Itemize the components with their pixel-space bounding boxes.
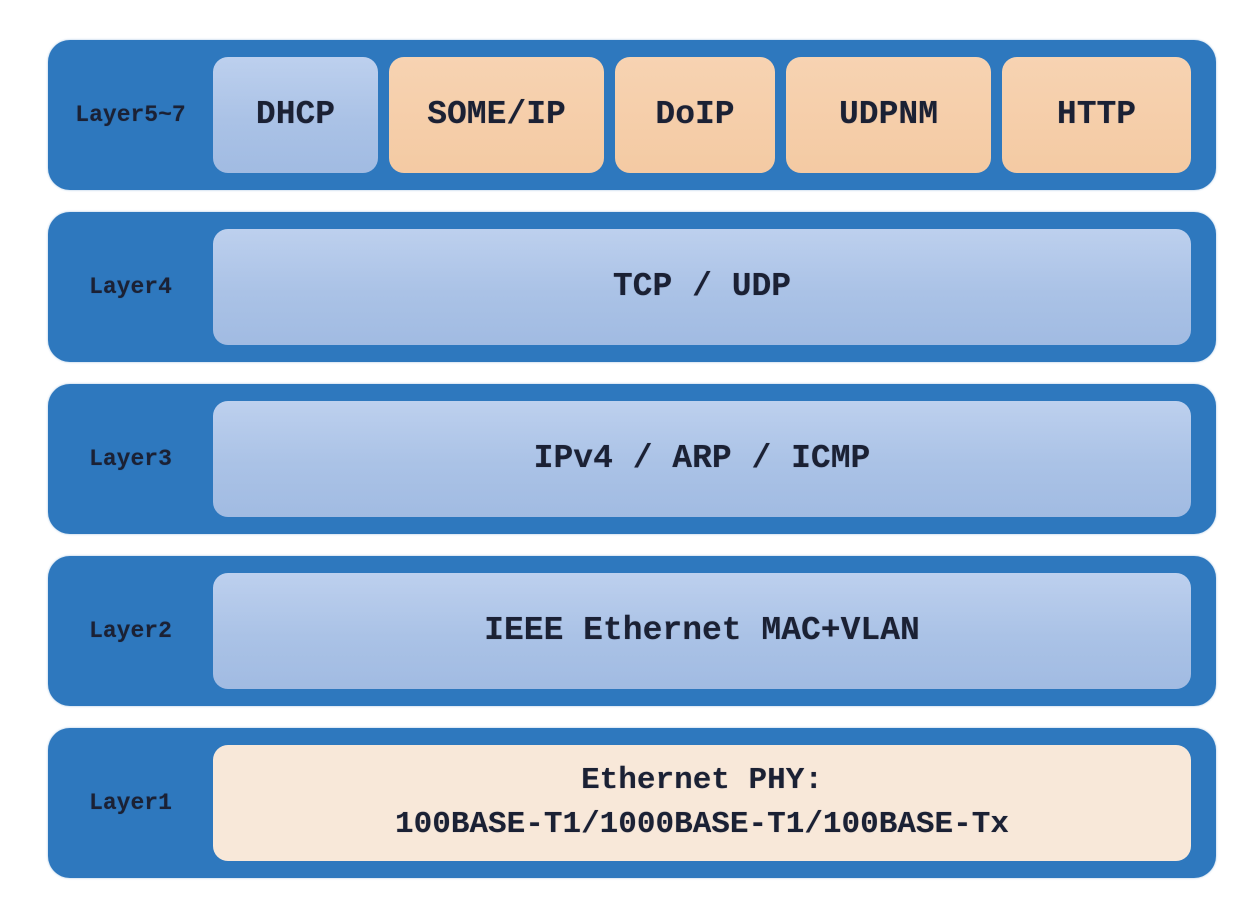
layer-row-5-7: Layer5~7 DHCP SOME/IP DoIP UDPNM HTTP	[48, 40, 1216, 190]
layer-row-4: Layer4 TCP / UDP	[48, 212, 1216, 362]
layer-label-column: Layer5~7	[48, 40, 213, 190]
protocol-box-ipv4-arp-icmp: IPv4 / ARP / ICMP	[213, 401, 1191, 517]
protocol-box-group: IPv4 / ARP / ICMP	[213, 384, 1216, 534]
layer-label: Layer5~7	[75, 102, 186, 128]
protocol-box-group: TCP / UDP	[213, 212, 1216, 362]
layer-label: Layer3	[89, 446, 172, 472]
protocol-box-group: IEEE Ethernet MAC+VLAN	[213, 556, 1216, 706]
protocol-box-group: DHCP SOME/IP DoIP UDPNM HTTP	[213, 40, 1216, 190]
layer-label-column: Layer2	[48, 556, 213, 706]
protocol-box-http: HTTP	[1002, 57, 1191, 173]
protocol-box-ethernet-phy: Ethernet PHY: 100BASE-T1/1000BASE-T1/100…	[213, 745, 1191, 861]
protocol-box-tcp-udp: TCP / UDP	[213, 229, 1191, 345]
layer-label-column: Layer3	[48, 384, 213, 534]
layer-row-2: Layer2 IEEE Ethernet MAC+VLAN	[48, 556, 1216, 706]
protocol-box-group: Ethernet PHY: 100BASE-T1/1000BASE-T1/100…	[213, 728, 1216, 878]
protocol-box-dhcp: DHCP	[213, 57, 378, 173]
protocol-box-ethernet-mac-vlan: IEEE Ethernet MAC+VLAN	[213, 573, 1191, 689]
protocol-box-udpnm: UDPNM	[786, 57, 991, 173]
layer-row-1: Layer1 Ethernet PHY: 100BASE-T1/1000BASE…	[48, 728, 1216, 878]
protocol-box-doip: DoIP	[615, 57, 775, 173]
layer-label-column: Layer1	[48, 728, 213, 878]
protocol-box-someip: SOME/IP	[389, 57, 604, 173]
layer-label-column: Layer4	[48, 212, 213, 362]
layer-row-3: Layer3 IPv4 / ARP / ICMP	[48, 384, 1216, 534]
layer-label: Layer1	[89, 790, 172, 816]
layer-label: Layer2	[89, 618, 172, 644]
layer-label: Layer4	[89, 274, 172, 300]
